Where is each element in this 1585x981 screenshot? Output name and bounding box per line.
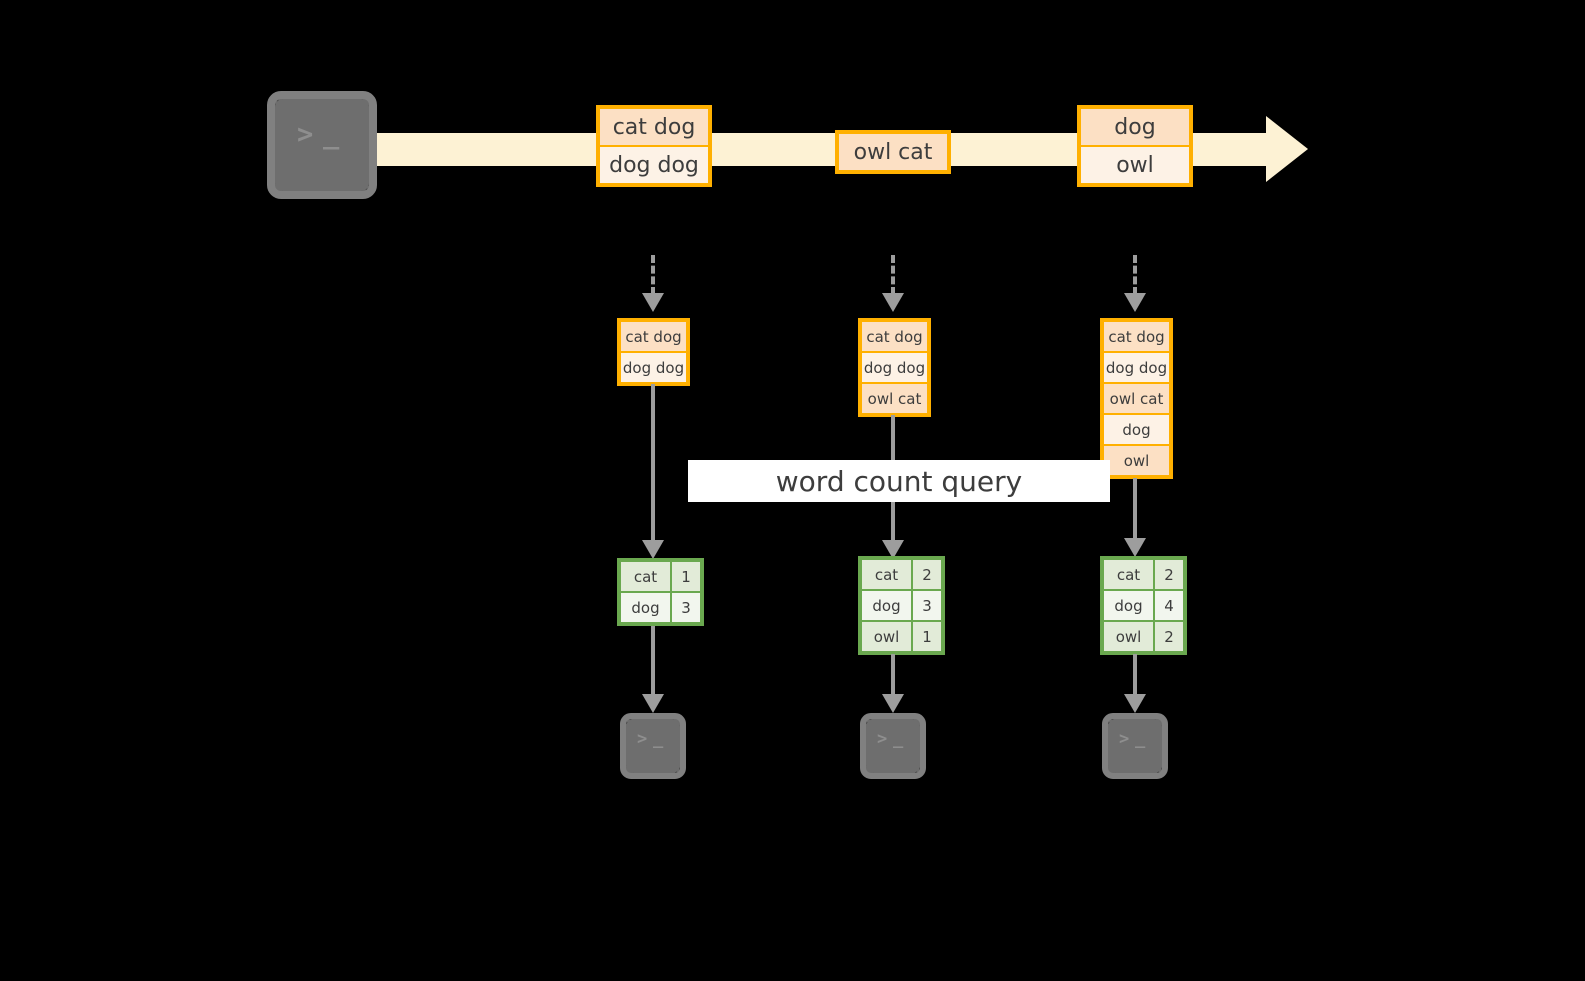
table-row: owl 2 [1103,621,1184,652]
snapshot-3-sink-terminal[interactable]: > _ [1102,713,1168,779]
buffer-line: owl cat [1103,383,1170,414]
snapshot-3-buffer[interactable]: cat dog dog dog owl cat dog owl [1100,318,1173,479]
table-cell-count: 2 [1154,559,1184,590]
table-row: cat 2 [1103,559,1184,590]
snapshot-1-sink-line [651,626,655,698]
table-cell-count: 1 [912,621,942,652]
terminal-cursor-icon: _ [323,119,341,150]
stream-record-line: owl cat [838,133,948,171]
terminal-prompt-icon: > [297,119,315,150]
table-row: cat 1 [620,561,701,592]
terminal-cursor-icon: _ [653,729,665,749]
snapshot-1-ingest-arrowhead [642,293,664,312]
snapshot-2-sink-terminal[interactable]: > _ [860,713,926,779]
buffer-line: cat dog [620,321,687,352]
table-cell-word: cat [861,559,912,590]
source-terminal[interactable]: > _ [267,91,377,199]
snapshot-3-result-table[interactable]: cat 2 dog 4 owl 2 [1100,556,1187,655]
table-cell-word: dog [1103,590,1154,621]
table-cell-count: 1 [671,561,701,592]
snapshot-1-buffer[interactable]: cat dog dog dog [617,318,690,386]
snapshot-3-ingest-line [1133,255,1137,295]
stream-record-line: cat dog [599,108,709,146]
table-cell-word: owl [1103,621,1154,652]
snapshot-3-query-line [1133,478,1137,552]
snapshot-1-query-line [651,384,655,552]
source-terminal-screen [275,99,369,191]
terminal-cursor-icon: _ [1135,729,1147,749]
buffer-line: cat dog [861,321,928,352]
table-cell-count: 2 [1154,621,1184,652]
table-cell-word: dog [620,592,671,623]
buffer-line: cat dog [1103,321,1170,352]
table-row: dog 4 [1103,590,1184,621]
terminal-cursor-icon: _ [893,729,905,749]
snapshot-3-sink-arrowhead [1124,694,1146,713]
table-cell-word: cat [1103,559,1154,590]
snapshot-2-sink-arrowhead [882,694,904,713]
snapshot-1-ingest-line [651,255,655,295]
snapshot-2-result-table[interactable]: cat 2 dog 3 owl 1 [858,556,945,655]
table-cell-count: 3 [671,592,701,623]
table-cell-word: owl [861,621,912,652]
snapshot-3-ingest-arrowhead [1124,293,1146,312]
terminal-prompt-icon: > [637,729,649,749]
snapshot-2-ingest-line [891,255,895,295]
query-label: word count query [688,460,1110,502]
table-cell-word: dog [861,590,912,621]
table-cell-count: 2 [912,559,942,590]
stream-arrow-head [1266,116,1308,182]
stream-record-line: dog [1080,108,1190,146]
buffer-line: dog dog [1103,352,1170,383]
table-row: cat 2 [861,559,942,590]
terminal-prompt-icon: > [877,729,889,749]
sink-terminal-screen [1108,719,1162,773]
table-row: dog 3 [861,590,942,621]
snapshot-1-query-arrowhead [642,540,664,559]
buffer-line: dog dog [861,352,928,383]
table-row: owl 1 [861,621,942,652]
stream-record-2[interactable]: owl cat [835,130,951,174]
sink-terminal-screen [866,719,920,773]
buffer-line: owl cat [861,383,928,414]
sink-terminal-screen [626,719,680,773]
snapshot-2-buffer[interactable]: cat dog dog dog owl cat [858,318,931,417]
stream-record-line: owl [1080,146,1190,184]
snapshot-1-result-table[interactable]: cat 1 dog 3 [617,558,704,626]
stream-record-line: dog dog [599,146,709,184]
snapshot-3-sink-line [1133,654,1137,698]
buffer-line: dog dog [620,352,687,383]
table-row: dog 3 [620,592,701,623]
snapshot-1-sink-arrowhead [642,694,664,713]
snapshot-2-ingest-arrowhead [882,293,904,312]
buffer-line: owl [1103,445,1170,476]
snapshot-2-query-arrowhead [882,540,904,559]
table-cell-word: cat [620,561,671,592]
stream-record-3[interactable]: dog owl [1077,105,1193,187]
snapshot-3-query-arrowhead [1124,538,1146,557]
snapshot-1-sink-terminal[interactable]: > _ [620,713,686,779]
buffer-line: dog [1103,414,1170,445]
terminal-prompt-icon: > [1119,729,1131,749]
stream-record-1[interactable]: cat dog dog dog [596,105,712,187]
table-cell-count: 4 [1154,590,1184,621]
snapshot-2-sink-line [891,654,895,698]
table-cell-count: 3 [912,590,942,621]
